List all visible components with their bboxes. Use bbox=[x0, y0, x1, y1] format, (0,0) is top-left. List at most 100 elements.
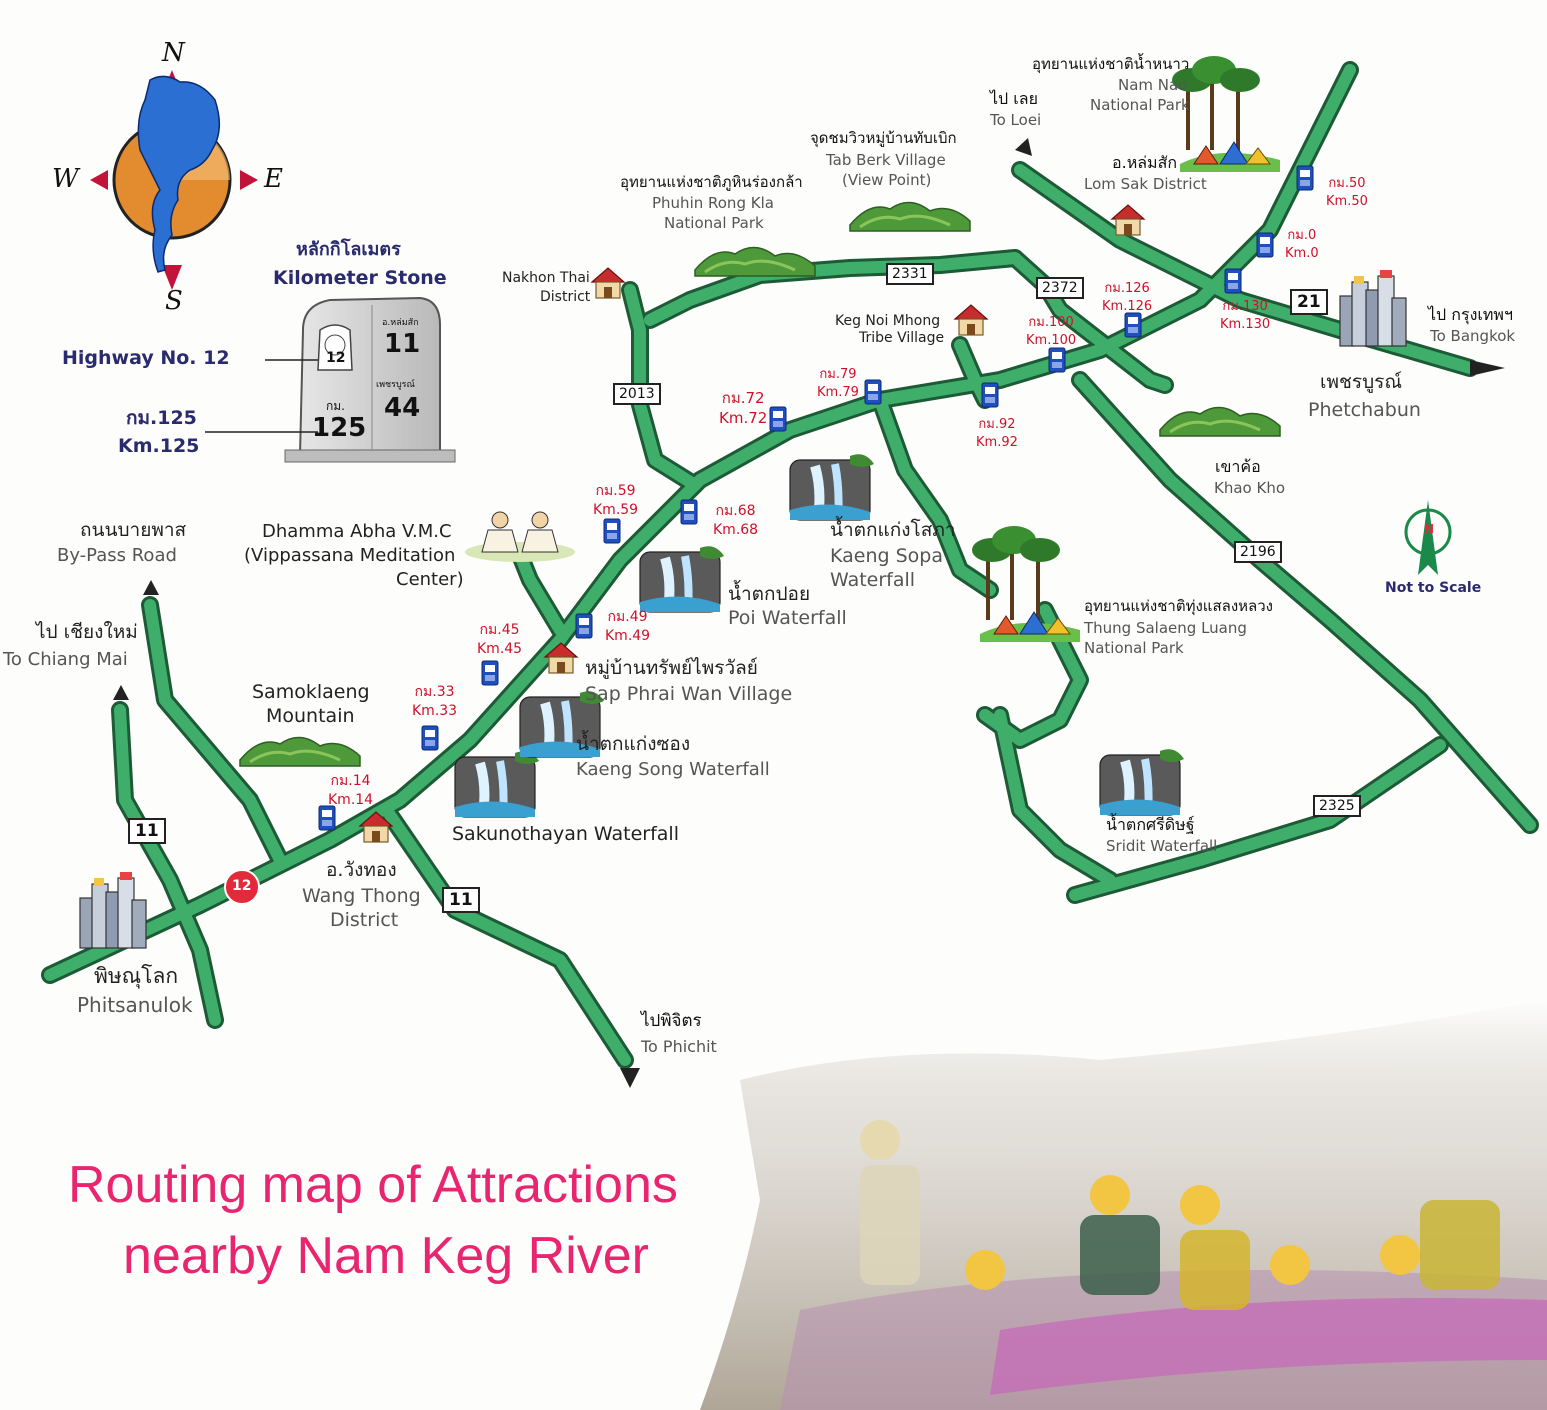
north-arrow-icon bbox=[1404, 500, 1452, 575]
samoklaeng-1: Samoklaeng bbox=[252, 681, 370, 703]
tab-berk-th: จุดชมวิวหมู่บ้านทับเบิก bbox=[810, 129, 957, 147]
phetchabun-th: เพชรบูรณ์ bbox=[1320, 371, 1403, 393]
phitsanulok-th: พิษณุโลก bbox=[94, 964, 179, 988]
loei-en: To Loei bbox=[990, 111, 1042, 129]
km-stone-title-en: Kilometer Stone bbox=[273, 267, 447, 289]
km-stone-title-th: หลักกิโลเมตร bbox=[296, 239, 401, 260]
highway-2196: 2196 bbox=[1234, 541, 1282, 563]
chiang-mai-en: To Chiang Mai bbox=[3, 649, 128, 670]
map-title-line1: Routing map of Attractions bbox=[68, 1156, 678, 1214]
kaeng-sopa-en2: Waterfall bbox=[830, 569, 916, 591]
stone-top-place: อ.หล่มสัก bbox=[382, 318, 419, 328]
rafting-photo bbox=[700, 1000, 1547, 1410]
sakunothayan: Sakunothayan Waterfall bbox=[452, 823, 679, 845]
bangkok-th: ไป กรุงเทพฯ bbox=[1428, 305, 1513, 324]
wang-thong-th: อ.วังทอง bbox=[326, 859, 397, 881]
km125-en-label: Km.125 bbox=[118, 435, 200, 457]
stone-km-small: กม. bbox=[326, 399, 345, 413]
compass-west-label: W bbox=[52, 164, 79, 194]
lomsak-en: Lom Sak District bbox=[1084, 175, 1207, 193]
compass-south-label: S bbox=[165, 286, 183, 316]
dhamma-2: (Vippassana Meditation bbox=[244, 545, 456, 566]
nakhon-thai-1: Nakhon Thai bbox=[502, 270, 590, 286]
highway-no-label: Highway No. 12 bbox=[62, 347, 230, 369]
map-title-line2: nearby Nam Keg River bbox=[123, 1227, 649, 1285]
sridit-en: Sridit Waterfall bbox=[1106, 837, 1218, 855]
wang-thong-en1: Wang Thong bbox=[302, 885, 421, 907]
phitsanulok-en: Phitsanulok bbox=[77, 993, 193, 1017]
dhamma-1: Dhamma Abha V.M.C bbox=[262, 521, 452, 542]
tab-berk-en2: (View Point) bbox=[842, 171, 932, 189]
phichit-th: ไปพิจิตร bbox=[641, 1011, 702, 1031]
highway-2013: 2013 bbox=[613, 383, 661, 405]
highway-2325: 2325 bbox=[1313, 795, 1361, 817]
kaeng-song-th: น้ำตกแก่งซอง bbox=[576, 733, 691, 755]
thung-en2: National Park bbox=[1084, 639, 1184, 657]
nam-nao-en2: National Park bbox=[1090, 96, 1190, 114]
khao-kho-th: เขาค้อ bbox=[1215, 457, 1261, 476]
stone-hwy-number: 12 bbox=[326, 350, 346, 366]
dhamma-3: Center) bbox=[396, 569, 464, 590]
wang-thong-en2: District bbox=[330, 909, 399, 931]
phuhin-en1: Phuhin Rong Kla bbox=[652, 194, 774, 212]
stone-top-value: 11 bbox=[384, 329, 421, 359]
nam-nao-th: อุทยานแห่งชาติน้ำหนาว bbox=[1032, 55, 1190, 73]
poi-en: Poi Waterfall bbox=[728, 607, 847, 629]
loei-th: ไป เลย bbox=[990, 89, 1038, 108]
poi-th: น้ำตกปอย bbox=[728, 583, 811, 605]
bypass-en: By-Pass Road bbox=[57, 545, 177, 566]
highway-21: 21 bbox=[1290, 289, 1328, 315]
north-arrow-letter: N bbox=[1424, 522, 1435, 536]
phichit-en: To Phichit bbox=[641, 1037, 717, 1056]
highway-2331: 2331 bbox=[886, 263, 934, 285]
bypass-th: ถนนบายพาส bbox=[80, 519, 187, 541]
bangkok-en: To Bangkok bbox=[1430, 327, 1516, 345]
highway-11-west: 11 bbox=[128, 818, 166, 844]
lomsak-th: อ.หล่มสัก bbox=[1112, 153, 1178, 172]
sridit-th: น้ำตกศรีดิษฐ์ bbox=[1106, 815, 1195, 834]
thung-en1: Thung Salaeng Luang bbox=[1084, 619, 1247, 637]
highway-2372: 2372 bbox=[1036, 277, 1084, 299]
keg-noi-1: Keg Noi Mhong bbox=[835, 313, 941, 329]
keg-noi-2: Tribe Village bbox=[859, 330, 945, 346]
highway-12-badge: 12 bbox=[232, 878, 252, 894]
khao-kho-en: Khao Kho bbox=[1214, 479, 1286, 497]
compass-east-label: E bbox=[264, 164, 283, 194]
thailand-map-icon bbox=[137, 75, 221, 273]
kilometer-stone-icon bbox=[205, 296, 456, 463]
kaeng-sopa-th: น้ำตกแก่งโสภา bbox=[830, 519, 956, 541]
phuhin-th: อุทยานแห่งชาติภูหินร่องกล้า bbox=[620, 173, 803, 191]
stone-bottom-place: เพชรบูรณ์ bbox=[376, 380, 415, 390]
chiang-mai-th: ไป เชียงใหม่ bbox=[36, 621, 138, 643]
tab-berk-en1: Tab Berk Village bbox=[826, 151, 946, 169]
kaeng-sopa-en1: Kaeng Sopa bbox=[830, 545, 943, 567]
compass-north-label: N bbox=[162, 38, 185, 68]
sap-phrai-en: Sap Phrai Wan Village bbox=[585, 683, 793, 705]
phuhin-en2: National Park bbox=[664, 214, 764, 232]
meditation-icon bbox=[465, 511, 575, 562]
highway-11-south: 11 bbox=[442, 887, 480, 913]
stone-bottom-value: 44 bbox=[384, 393, 421, 423]
not-to-scale-label: Not to Scale bbox=[1385, 580, 1482, 596]
samoklaeng-2: Mountain bbox=[266, 705, 355, 727]
km125-th-label: กม.125 bbox=[126, 407, 197, 429]
sap-phrai-th: หมู่บ้านทรัพย์ไพรวัลย์ bbox=[585, 657, 758, 679]
phetchabun-en: Phetchabun bbox=[1308, 399, 1421, 421]
thung-th: อุทยานแห่งชาติทุ่งแสลงหลวง bbox=[1084, 597, 1273, 615]
nakhon-thai-2: District bbox=[540, 289, 591, 305]
